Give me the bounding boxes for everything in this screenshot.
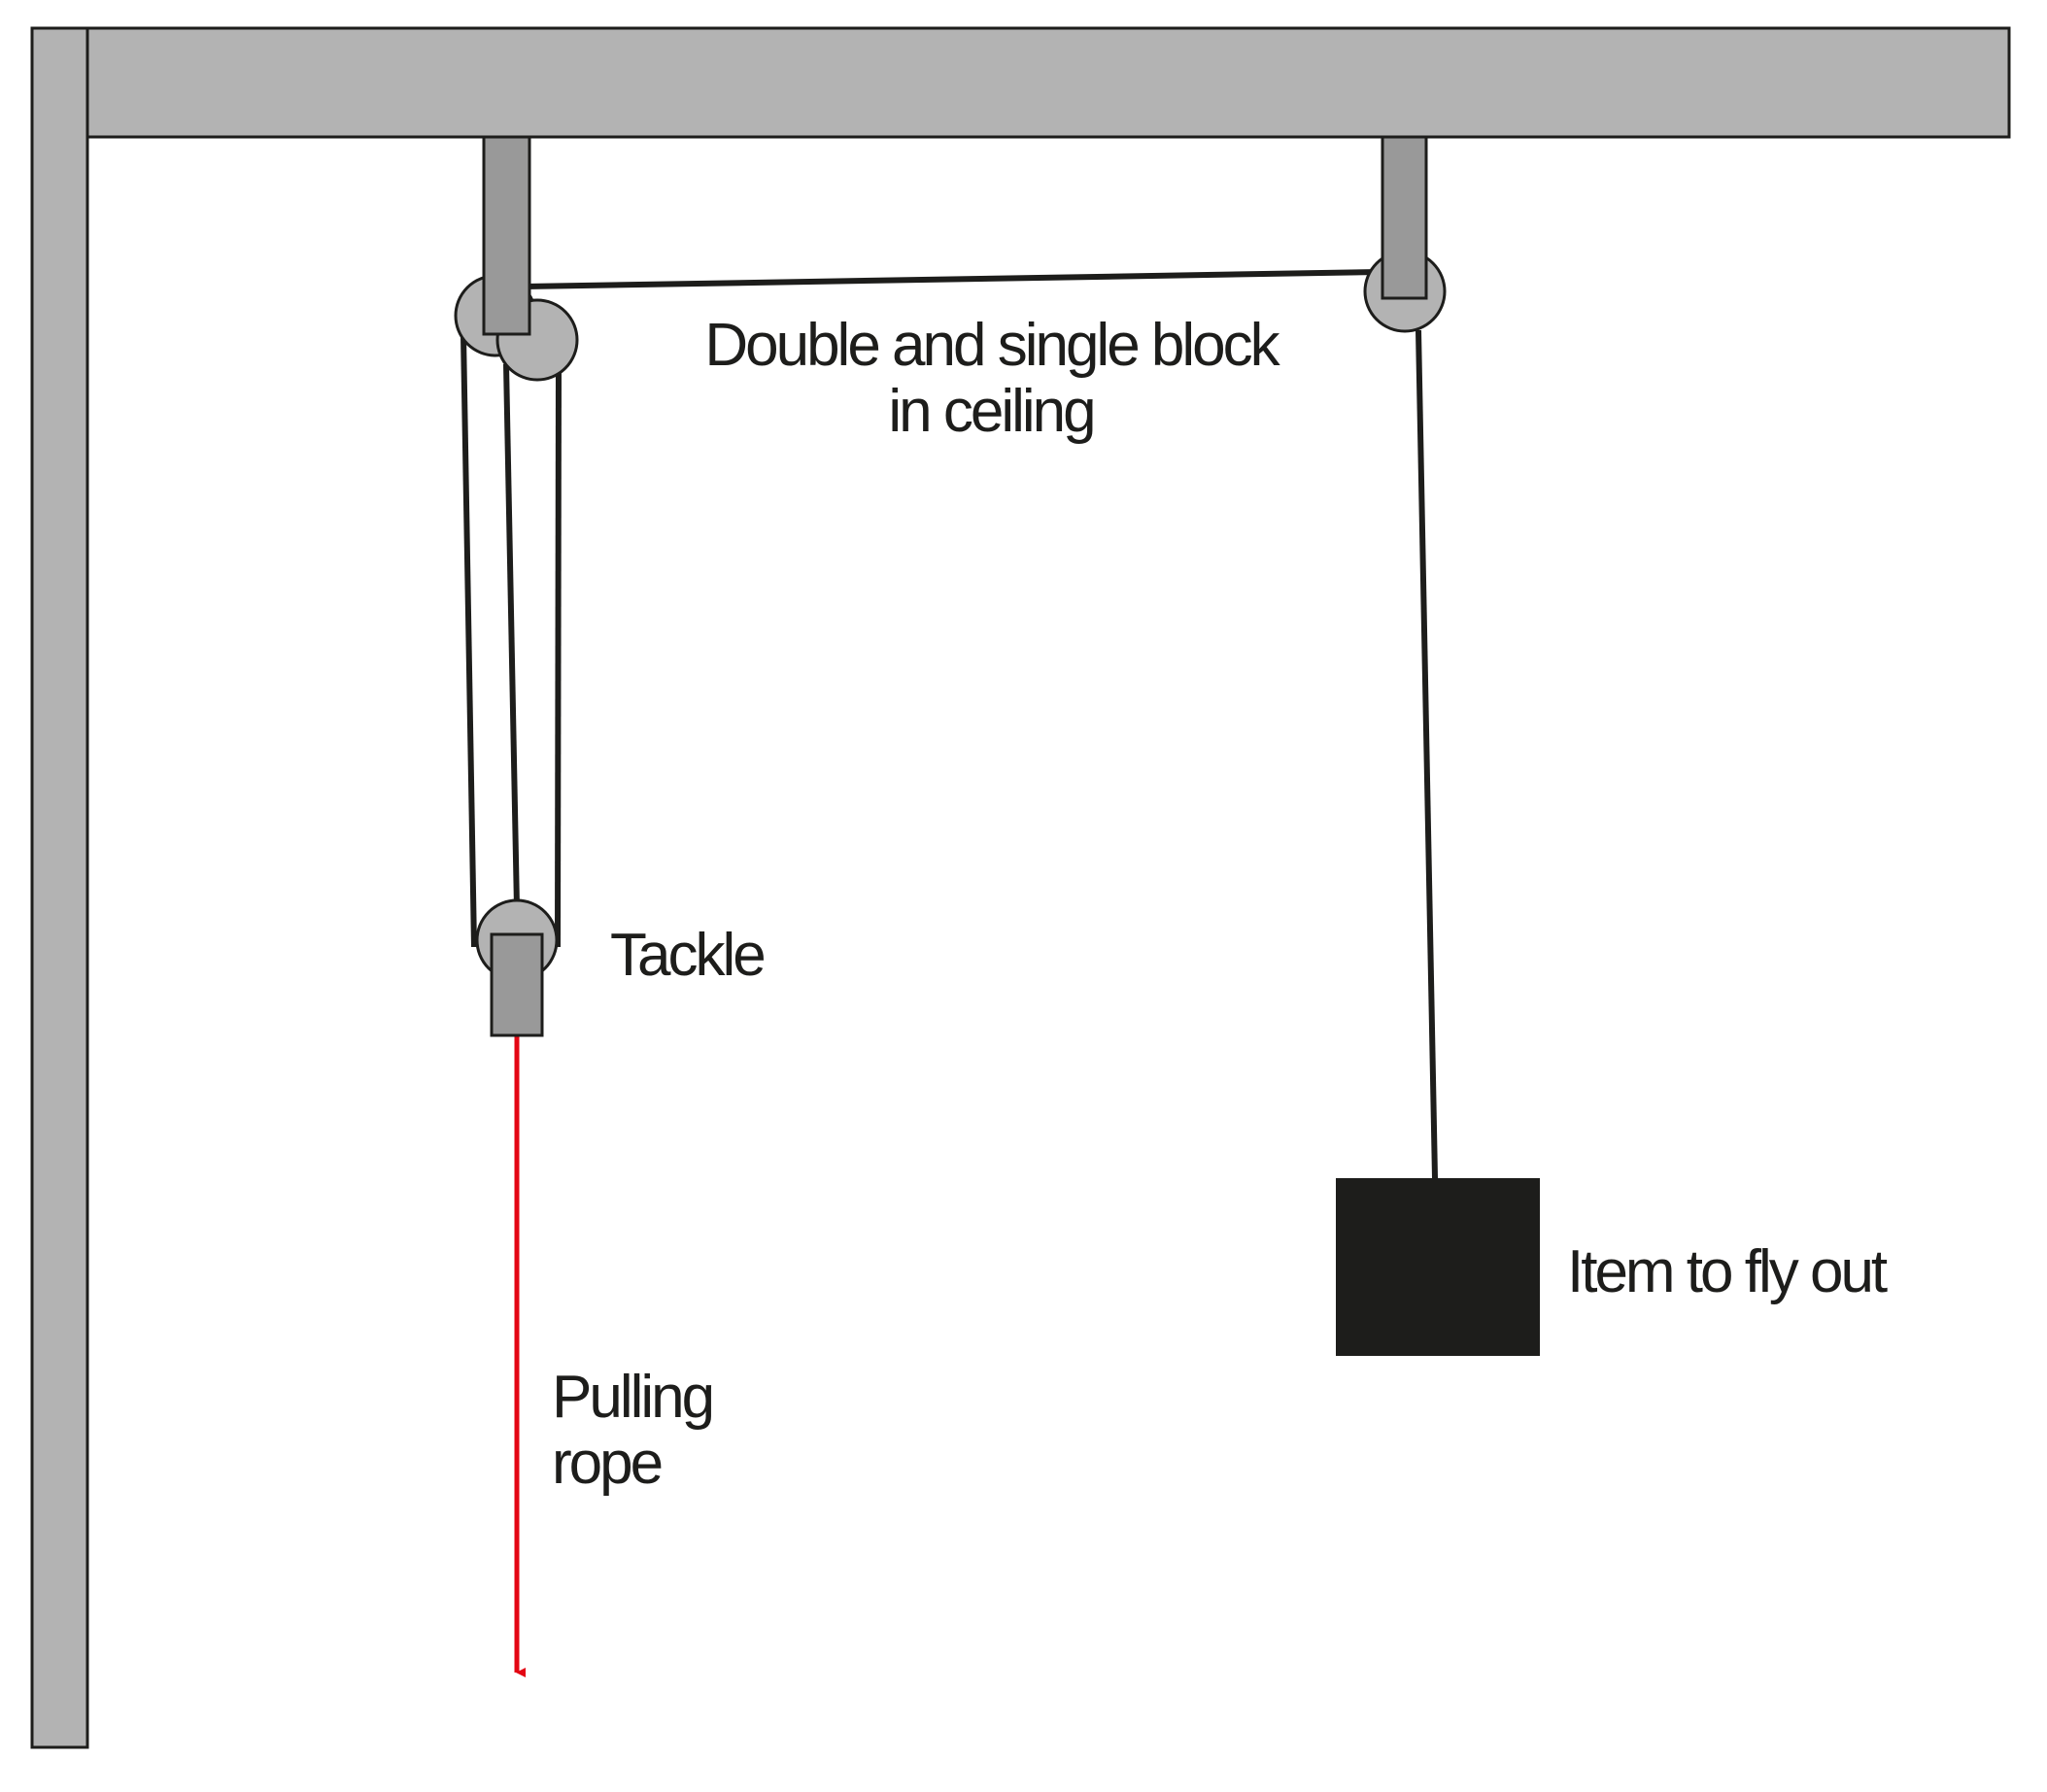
rope-fall-middle xyxy=(503,363,520,909)
pulling-rope-label-line-2: rope xyxy=(552,1430,664,1497)
ceiling-beam xyxy=(30,26,2011,139)
wall-post xyxy=(30,26,89,1749)
horizontal-rope xyxy=(524,269,1381,289)
pulling-rope-label-line-1: Pulling xyxy=(552,1364,715,1431)
rope-fall-outer-left xyxy=(461,334,477,948)
blocks-label: Double and single block in ceiling xyxy=(670,313,1312,445)
tackle-bracket xyxy=(490,932,544,1037)
rope-fall-outer-right xyxy=(555,363,562,948)
item-label: Item to fly out xyxy=(1567,1238,1888,1305)
rope-to-load xyxy=(1416,329,1438,1179)
pulling-rope-label: Pulling rope xyxy=(552,1364,715,1497)
load-box xyxy=(1336,1178,1540,1356)
single-block-bracket xyxy=(1381,135,1428,300)
tackle-label: Tackle xyxy=(610,922,767,989)
double-block-bracket xyxy=(482,135,531,336)
blocks-label-line-1: Double and single block xyxy=(704,312,1279,379)
blocks-label-line-2: in ceiling xyxy=(888,378,1096,445)
